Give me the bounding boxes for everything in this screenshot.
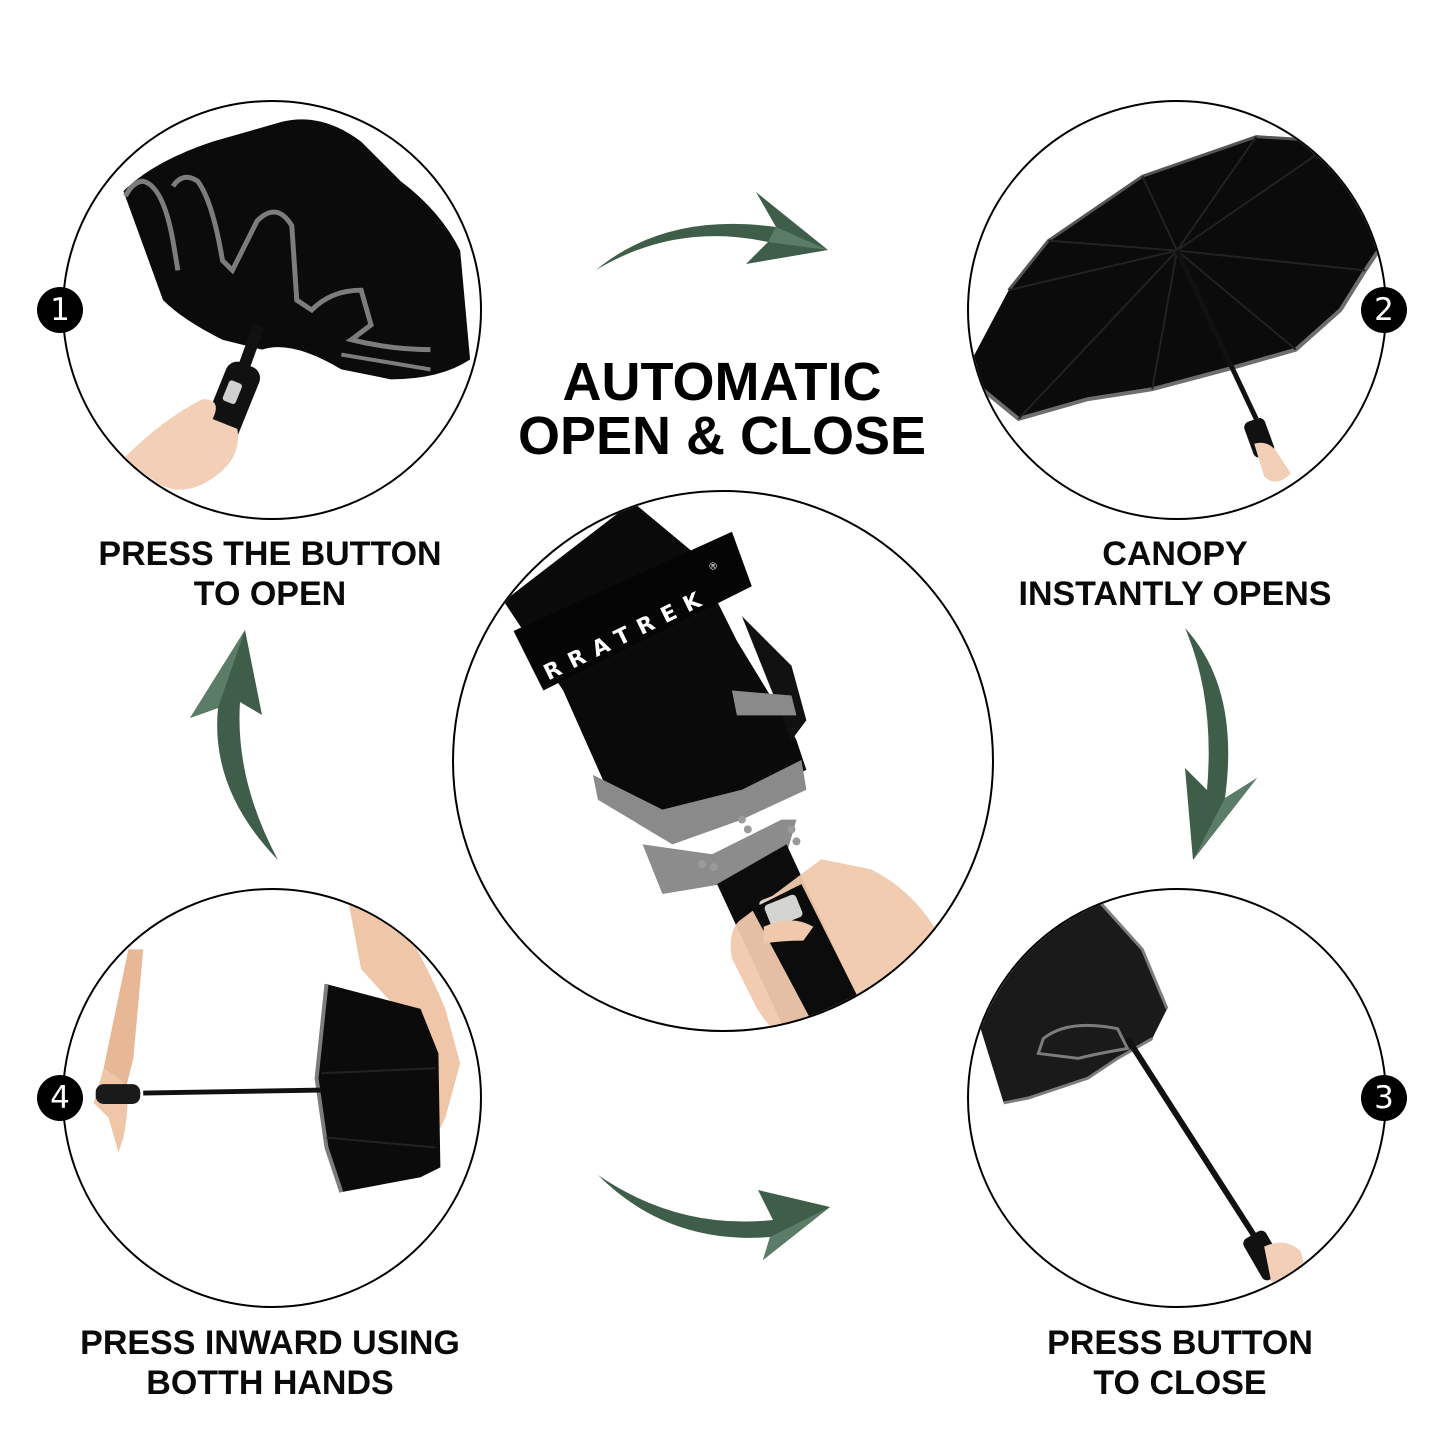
arrow-step4-to-step1 xyxy=(190,630,278,860)
step-1-badge: 1 xyxy=(37,287,83,333)
svg-text:®: ® xyxy=(708,561,718,572)
step-2-image xyxy=(967,100,1387,520)
step-3-image xyxy=(967,888,1387,1308)
umbrella-handle-closeup-icon: RRATREK ® xyxy=(503,501,941,1030)
step-2-badge: 2 xyxy=(1361,287,1407,333)
arrow-step4-to-step3 xyxy=(598,1175,830,1260)
step-2-caption: CANOPY INSTANTLY OPENS xyxy=(1018,535,1332,613)
step-3-caption: PRESS BUTTON TO CLOSE xyxy=(1047,1324,1313,1402)
umbrella-opening-icon xyxy=(123,119,471,490)
arrow-step1-to-step2 xyxy=(596,192,828,270)
umbrella-open-icon xyxy=(969,135,1385,482)
umbrella-fold-icon xyxy=(93,890,461,1193)
center-closeup-image: RRATREK ® xyxy=(452,490,994,1032)
title-line-1: AUTOMATIC xyxy=(562,352,882,412)
title-line-2: OPEN & CLOSE xyxy=(517,406,927,466)
umbrella-closing-icon xyxy=(969,896,1306,1285)
step-4-badge: 4 xyxy=(37,1075,83,1121)
step-4-caption: PRESS INWARD USING BOTTH HANDS xyxy=(80,1324,460,1402)
step-4-image xyxy=(62,888,482,1308)
step-1-caption: PRESS THE BUTTON TO OPEN xyxy=(98,535,442,613)
step-3-badge: 3 xyxy=(1361,1075,1407,1121)
step-1-image xyxy=(62,100,482,520)
page-title: AUTOMATIC OPEN & CLOSE xyxy=(472,355,972,463)
arrow-step2-to-step3 xyxy=(1185,628,1257,860)
